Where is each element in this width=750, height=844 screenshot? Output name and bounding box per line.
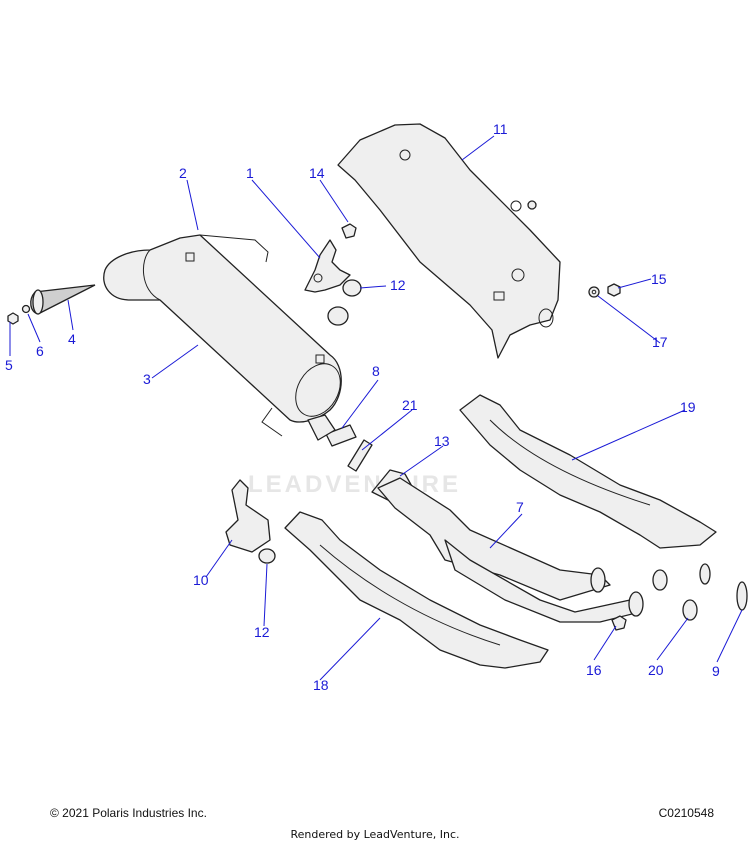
leader-lines: [9, 135, 743, 681]
bolt-part-14b: [527, 200, 537, 210]
heat-shield-part-18: [284, 511, 549, 669]
callout-4: 4: [68, 331, 76, 347]
callout-labels: 1 2 3 4 5 6 7 8 9 10 11 12 12 13 14 15 1…: [5, 121, 720, 693]
grommet-part-12-lower: [258, 548, 276, 564]
callout-19: 19: [680, 399, 696, 415]
washer-part-6: [21, 304, 31, 314]
grommet-part-12-upper: [327, 279, 362, 326]
watermark: LEADVENTURE: [248, 471, 461, 498]
callout-21: 21: [402, 397, 418, 413]
callout-16: 16: [586, 662, 602, 678]
callout-8: 8: [372, 363, 380, 379]
seal-ring-part-9: [699, 563, 748, 611]
copyright-text: © 2021 Polaris Industries Inc.: [50, 806, 207, 820]
callout-6: 6: [36, 343, 44, 359]
diagram-code: C0210548: [658, 806, 714, 820]
washer-part-17: [588, 286, 600, 298]
callout-12-upper: 12: [390, 277, 406, 293]
callout-5: 5: [5, 357, 13, 373]
header-pipe-part-7: [377, 477, 644, 623]
callout-15: 15: [651, 271, 667, 287]
callout-1: 1: [246, 165, 254, 181]
muffler-part-3: [103, 234, 342, 437]
callout-14: 14: [309, 165, 325, 181]
callout-9: 9: [712, 663, 720, 679]
callout-2: 2: [179, 165, 187, 181]
callout-7: 7: [516, 499, 524, 515]
callout-11: 11: [493, 121, 508, 137]
callout-20: 20: [648, 662, 664, 678]
rendered-by-text: Rendered by LeadVenture, Inc.: [290, 828, 460, 841]
callout-3: 3: [143, 371, 151, 387]
bolt-part-5: [7, 312, 19, 325]
callout-18: 18: [313, 677, 329, 693]
muffler-outlet: [307, 414, 336, 441]
callout-13: 13: [434, 433, 450, 449]
clamp-part-20: [652, 569, 698, 621]
spring-part-21: [347, 439, 373, 472]
callout-12-lower: 12: [254, 624, 270, 640]
callout-10: 10: [193, 572, 209, 588]
nut-part-15: [607, 283, 621, 297]
heat-shield-part-11: [337, 123, 561, 359]
callout-17: 17: [652, 334, 668, 350]
spark-arrestor-part-4: [30, 284, 96, 315]
heat-shield-part-19: [459, 394, 717, 549]
bracket-part-10: [225, 479, 271, 553]
bolt-part-14: [341, 223, 357, 239]
